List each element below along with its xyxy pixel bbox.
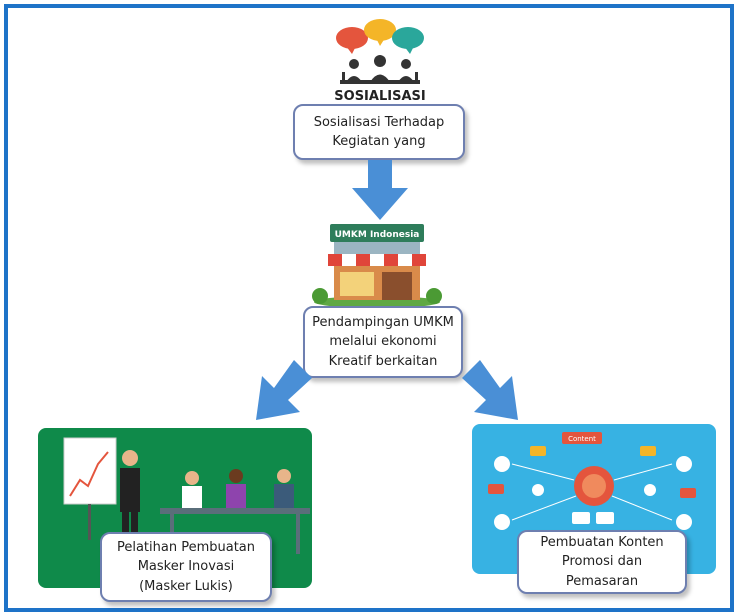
content-banner-label: Content xyxy=(568,435,596,443)
diagram-frame xyxy=(4,4,734,612)
sosialisasi-box: Sosialisasi Terhadap Kegiatan yang xyxy=(293,104,465,160)
sosialisasi-icon: SOSIALISASI xyxy=(334,19,426,104)
umkm-store-icon: UMKM Indonesia xyxy=(312,224,442,308)
pendampingan-box: Pendampingan UMKM melalui ekonomi Kreati… xyxy=(303,306,463,378)
arrow-down-icon xyxy=(352,160,408,220)
arrow-down-left-icon xyxy=(256,360,312,420)
umkm-sign-label: UMKM Indonesia xyxy=(335,230,420,240)
sosialisasi-label: SOSIALISASI xyxy=(334,89,425,104)
arrow-down-right-icon xyxy=(462,360,518,420)
pelatihan-box: Pelatihan Pembuatan Masker Inovasi (Mask… xyxy=(100,532,272,602)
pembuatan-konten-box: Pembuatan Konten Promosi dan Pemasaran xyxy=(517,530,687,594)
